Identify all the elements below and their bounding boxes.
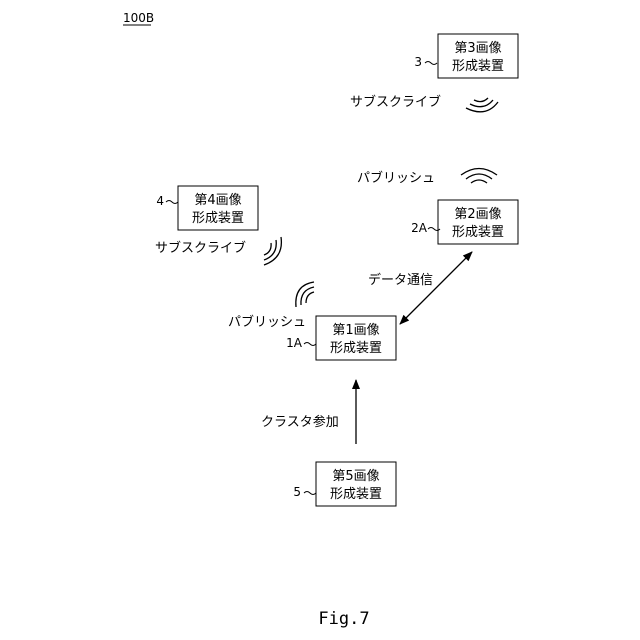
- publish-left-label: パブリッシュ: [228, 314, 306, 330]
- device-3-leader: [425, 62, 437, 65]
- data-comm-label: データ通信: [368, 272, 433, 288]
- device-3-line2: 形成装置: [452, 59, 504, 74]
- device-4-line2: 形成装置: [192, 211, 244, 226]
- subscribe-left-label: サブスクライブ: [155, 240, 246, 256]
- publish-left-wave-icon: [296, 282, 314, 307]
- device-4-ref: 4: [156, 194, 164, 208]
- device-2: 第2画像 形成装置 2A: [411, 200, 518, 244]
- device-3-ref: 3: [414, 55, 422, 69]
- device-3-line1: 第3画像: [454, 41, 501, 56]
- device-1-line1: 第1画像: [332, 323, 379, 338]
- subscribe-top-label: サブスクライブ: [350, 94, 441, 110]
- device-5-ref: 5: [293, 485, 301, 499]
- device-5-line2: 形成装置: [330, 487, 382, 502]
- device-4: 第4画像 形成装置 4: [156, 186, 258, 230]
- figure-caption: Fig.7: [318, 609, 369, 629]
- device-1-leader: [304, 343, 316, 346]
- subscribe-left-wave-icon: [264, 237, 281, 265]
- device-5: 第5画像 形成装置 5: [293, 462, 396, 506]
- device-4-leader: [166, 201, 178, 204]
- device-5-line1: 第5画像: [332, 469, 379, 484]
- publish-right-label: パブリッシュ: [357, 170, 435, 186]
- device-4-line1: 第4画像: [194, 193, 241, 208]
- device-1-line2: 形成装置: [330, 341, 382, 356]
- figure-id: 100B: [123, 11, 154, 25]
- device-2-line1: 第2画像: [454, 207, 501, 222]
- device-5-leader: [304, 492, 316, 495]
- publish-right-wave-icon: [461, 169, 497, 184]
- data-comm-arrow: [400, 252, 472, 324]
- device-2-line2: 形成装置: [452, 225, 504, 240]
- device-2-ref: 2A: [411, 221, 428, 235]
- device-1-ref: 1A: [286, 336, 303, 350]
- device-3: 第3画像 形成装置 3: [414, 34, 518, 78]
- subscribe-top-wave-icon: [466, 98, 498, 112]
- cluster-join-label: クラスタ参加: [261, 414, 339, 430]
